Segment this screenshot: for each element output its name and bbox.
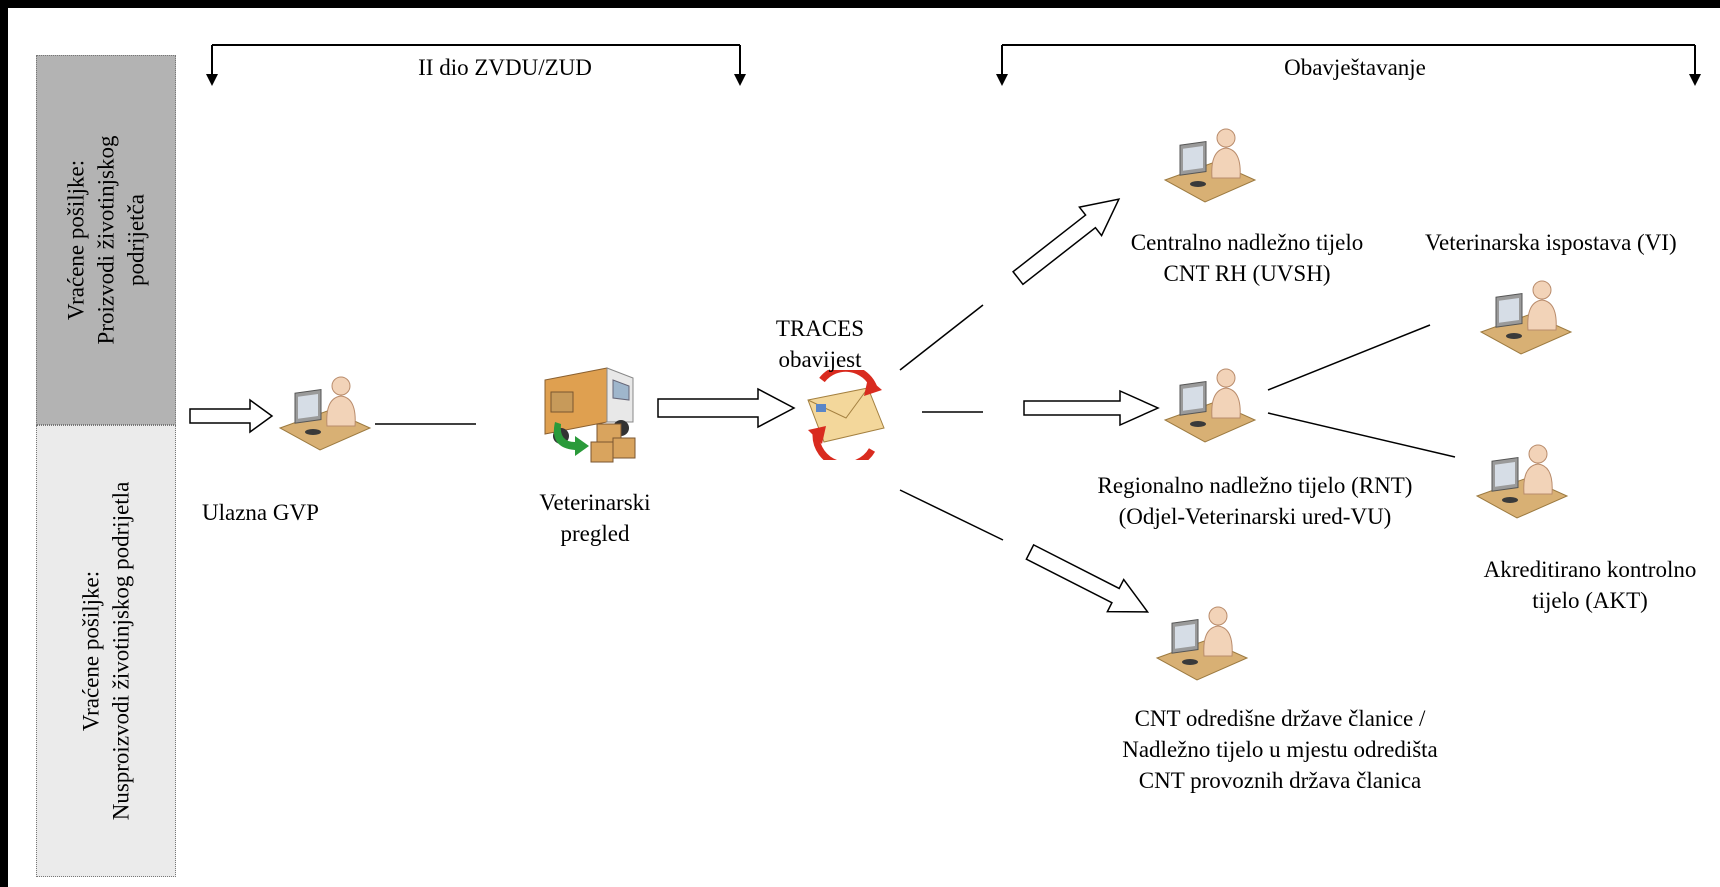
block-arrow-entry <box>189 398 274 434</box>
node-label-regional: Regionalno nadležno tijelo (RNT) (Odjel-… <box>1097 473 1413 529</box>
person-at-computer-icon <box>1155 606 1249 681</box>
side-band-byproducts: Vraćene pošiljke: Nusproizvodi životinjs… <box>36 425 176 877</box>
block-arrow-to-destination <box>1025 543 1150 613</box>
node-label-entry: Ulazna GVP <box>202 500 319 525</box>
bracket-zvdu-label: II dio ZVDU/ZUD <box>418 55 592 80</box>
bracket-zvdu-left-arrowhead <box>206 74 218 86</box>
block-arrow-to-central <box>1012 198 1121 286</box>
node-label-accredited: Akreditirano kontrolno tijelo (AKT) <box>1483 557 1697 613</box>
node-label-destination: CNT odredišne države članice / Nadležno … <box>1122 706 1438 793</box>
line-regional-to-vet-office <box>1267 324 1431 391</box>
line-traces-to-destination <box>899 489 1004 541</box>
node-label-central: Centralno nadležno tijelo CNT RH (UVSH) <box>1130 230 1364 286</box>
email-refresh-icon <box>807 370 885 460</box>
block-arrow-inspection-to-traces <box>657 387 796 429</box>
node-label-traces: TRACES obavijest <box>775 316 865 372</box>
person-at-computer-icon <box>1475 444 1569 519</box>
line-regional-to-accredited <box>1267 412 1456 458</box>
person-at-computer-icon <box>1163 368 1257 443</box>
person-at-computer-icon <box>1163 128 1257 203</box>
line-traces-to-central <box>899 304 984 371</box>
side-band-products: Vraćene pošiljke: Proizvodi životinjskog… <box>36 55 176 425</box>
person-at-computer-icon <box>278 376 372 451</box>
node-label-inspection: Veterinarski pregled <box>539 490 651 546</box>
bracket-notification-label: Obavještavanje <box>1284 55 1426 80</box>
bracket-notification-left-arrowhead <box>996 74 1008 86</box>
node-label-vet-office: Veterinarska ispostava (VI) <box>1425 230 1677 255</box>
block-arrow-to-regional <box>1023 389 1160 427</box>
person-at-computer-icon <box>1479 280 1573 355</box>
bracket-zvdu-right-arrowhead <box>734 74 746 86</box>
delivery-truck-icon <box>544 367 636 463</box>
bracket-notification-right-arrowhead <box>1689 74 1701 86</box>
